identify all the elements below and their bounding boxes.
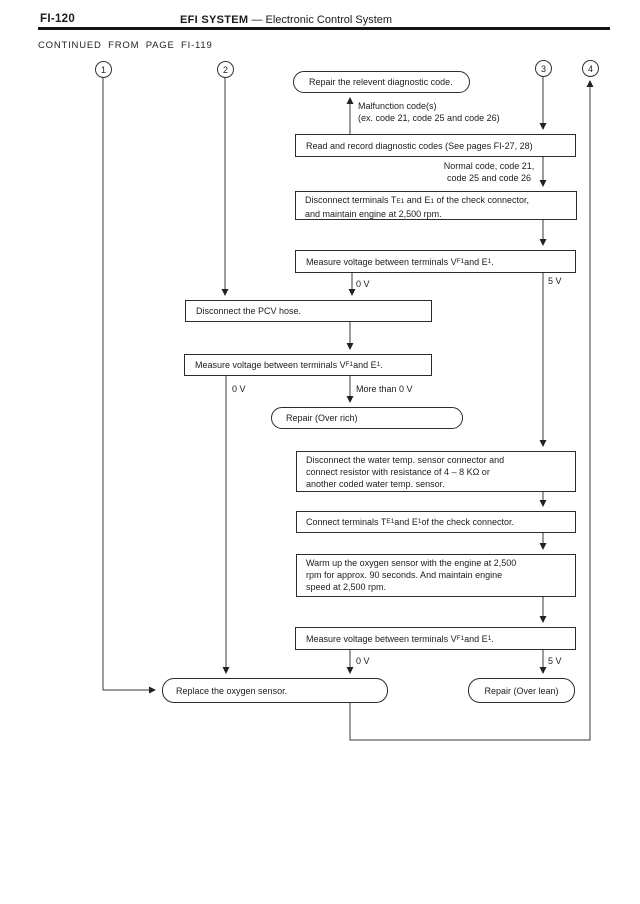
connector-circle-2: 2 [217, 61, 234, 78]
node-repair-over-lean: Repair (Over lean) [468, 678, 575, 703]
edge-label-more-than-0v: More than 0 V [356, 384, 413, 394]
node-disconnect-terminals-te1: Disconnect terminals TE1 and E1 of the c… [295, 191, 577, 220]
page-title: EFI SYSTEM — Electronic Control System [180, 14, 392, 26]
node-replace-oxygen-sensor: Replace the oxygen sensor. [162, 678, 388, 703]
node-repair-over-rich: Repair (Over rich) [271, 407, 463, 429]
page-title-subsystem: Electronic Control System [265, 14, 393, 26]
node-warm-up-oxygen-sensor: Warm up the oxygen sensor with the engin… [296, 554, 576, 597]
edge-label-0v-top: 0 V [356, 279, 370, 289]
page-title-system: EFI SYSTEM [180, 14, 249, 26]
edge-label-0v-bottom: 0 V [356, 656, 370, 666]
node-disconnect-pcv-hose: Disconnect the PCV hose. [185, 300, 432, 322]
node-read-record-codes: Read and record diagnostic codes (See pa… [295, 134, 576, 157]
edge-label-malfunction-codes: Malfunction code(s) (ex. code 21, code 2… [358, 101, 500, 123]
node-disconnect-water-temp-sensor: Disconnect the water temp. sensor connec… [296, 451, 576, 492]
connector-circle-3: 3 [535, 60, 552, 77]
edge-label-5v-top: 5 V [548, 276, 562, 286]
page-number: FI-120 [40, 13, 76, 25]
node-repair-diagnostic-code: Repair the relevent diagnostic code. [293, 71, 470, 93]
continued-from-note: CONTINUED FROM PAGE FI-119 [38, 40, 213, 51]
connector-circle-1: 1 [95, 61, 112, 78]
edge-label-0v-mid: 0 V [232, 384, 246, 394]
edge-label-normal-codes: Normal code, code 21, code 25 and code 2… [443, 161, 535, 183]
page-title-separator: — [251, 14, 263, 26]
header-rule [38, 27, 610, 30]
connector-circle-4: 4 [582, 60, 599, 77]
edge-label-5v-bottom: 5 V [548, 656, 562, 666]
